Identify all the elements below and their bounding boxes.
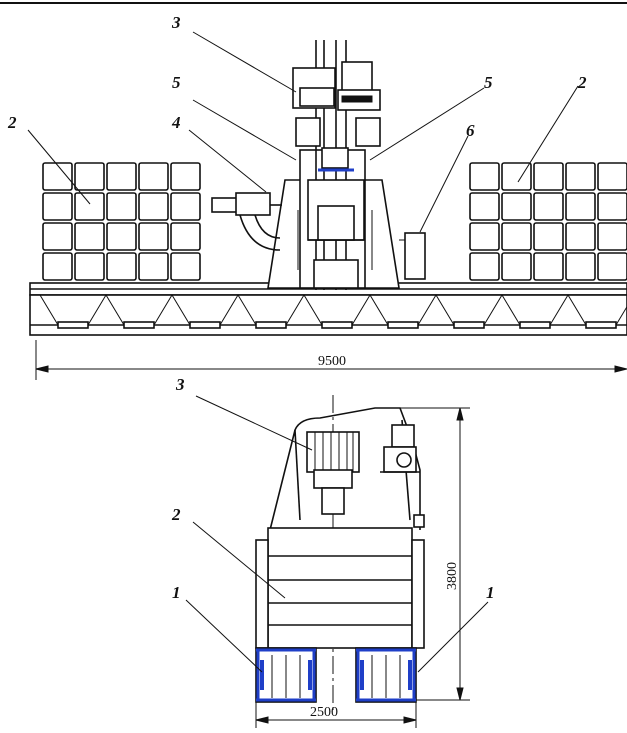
block-cell xyxy=(533,162,564,191)
block-cell xyxy=(74,192,105,221)
block-cell xyxy=(597,252,627,281)
label-5-left: 5 xyxy=(172,73,181,92)
leader-lines-bottom xyxy=(185,395,489,673)
truss-pad xyxy=(57,321,89,329)
block-cell xyxy=(469,192,500,221)
block-cell xyxy=(138,162,169,191)
label-3-bottom: 3 xyxy=(175,375,185,394)
dimension-3800: 3800 xyxy=(400,407,470,701)
block-cell xyxy=(106,222,137,251)
central-press xyxy=(267,40,400,290)
block-cell xyxy=(42,192,73,221)
dimension-9500: 9500 xyxy=(35,340,627,380)
leader-lines-top xyxy=(27,31,579,233)
dimension-9500-text: 9500 xyxy=(318,354,346,369)
press-housing xyxy=(269,407,421,531)
truss-pad xyxy=(189,321,221,329)
block-cell xyxy=(170,162,201,191)
block-cell xyxy=(106,192,137,221)
block-cell xyxy=(501,252,532,281)
side-unit-6 xyxy=(404,232,426,280)
left-block-stack xyxy=(42,162,201,281)
block-cell xyxy=(170,222,201,251)
truss-pad xyxy=(519,321,551,329)
block-cell xyxy=(565,222,596,251)
truss-pad xyxy=(585,321,617,329)
label-2-bottom: 2 xyxy=(171,505,181,524)
label-2-left: 2 xyxy=(7,113,17,132)
block-cell xyxy=(501,162,532,191)
block-cell xyxy=(565,162,596,191)
truss-pad xyxy=(453,321,485,329)
manipulator-arm xyxy=(211,192,282,251)
block-cell xyxy=(469,162,500,191)
block-cell xyxy=(469,222,500,251)
top-motor-3 xyxy=(306,431,360,515)
block-cell xyxy=(597,192,627,221)
label-1-right: 1 xyxy=(486,583,495,602)
block-cell xyxy=(597,222,627,251)
block-cell xyxy=(106,162,137,191)
truss-pad xyxy=(123,321,155,329)
base-rail xyxy=(29,282,627,336)
dimension-2500-text: 2500 xyxy=(310,705,338,720)
bottom-view: 3 2 1 1 3800 2500 xyxy=(171,375,495,728)
block-cell xyxy=(533,222,564,251)
block-cell xyxy=(501,222,532,251)
block-cell xyxy=(138,252,169,281)
dimension-3800-text: 3800 xyxy=(445,562,460,590)
block-cell xyxy=(138,192,169,221)
right-block-stack xyxy=(469,162,627,281)
label-5-right: 5 xyxy=(484,73,493,92)
block-cell xyxy=(106,252,137,281)
block-cell xyxy=(42,222,73,251)
block-cell xyxy=(138,222,169,251)
block-cell xyxy=(170,252,201,281)
block-cell xyxy=(533,192,564,221)
block-cell xyxy=(469,252,500,281)
dimension-2500: 2500 xyxy=(255,702,417,728)
label-2-right: 2 xyxy=(577,73,587,92)
block-cell xyxy=(170,192,201,221)
block-cell xyxy=(74,252,105,281)
top-view: 3 5 5 4 2 2 6 9500 xyxy=(7,13,627,380)
block-cell xyxy=(74,162,105,191)
label-4: 4 xyxy=(171,113,181,132)
label-6: 6 xyxy=(466,121,475,140)
block-cell xyxy=(42,162,73,191)
label-3-top: 3 xyxy=(171,13,181,32)
block-cell xyxy=(501,192,532,221)
block-cell xyxy=(42,252,73,281)
bottom-block-stack xyxy=(255,527,425,649)
label-1-left: 1 xyxy=(172,583,181,602)
block-cell xyxy=(533,252,564,281)
block-cell xyxy=(74,222,105,251)
block-cell xyxy=(565,252,596,281)
block-cell xyxy=(565,192,596,221)
block-cell xyxy=(597,162,627,191)
truss-pad xyxy=(387,321,419,329)
base-supports xyxy=(255,647,417,703)
truss-pad xyxy=(255,321,287,329)
truss-pad xyxy=(321,321,353,329)
side-motor xyxy=(380,424,425,528)
